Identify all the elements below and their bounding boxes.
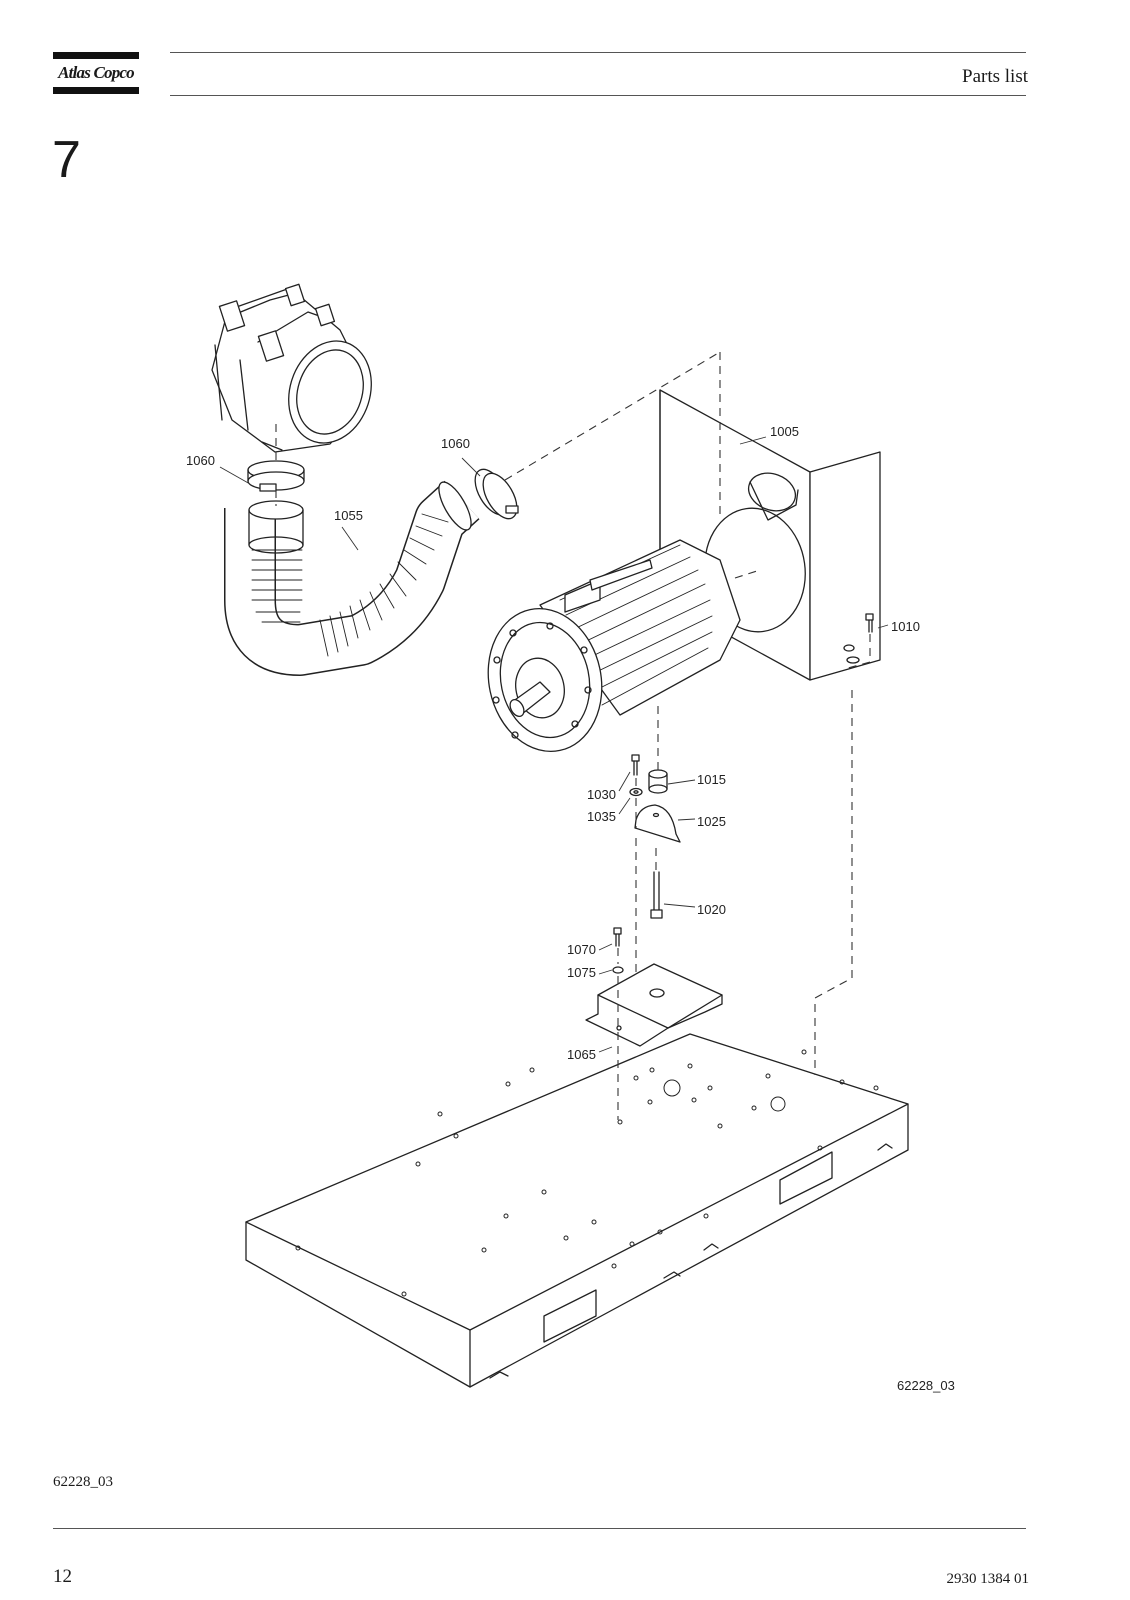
hose-clamp-1060-left [247, 460, 305, 492]
page-number: 12 [53, 1566, 72, 1587]
hose-clamp-1060-right [474, 468, 519, 520]
callout-1035: 1035 [587, 809, 616, 824]
section-title: Parts list [962, 66, 1028, 87]
callout-1020: 1020 [697, 902, 726, 917]
callout-1060-left: 1060 [186, 453, 215, 468]
logo-text: Atlas Copco [58, 63, 135, 82]
drawing-id: 62228_03 [897, 1378, 955, 1393]
logo-bar-bottom [53, 87, 139, 94]
flexible-hose-1055 [224, 480, 480, 676]
atlas-copco-logo: Atlas Copco [53, 52, 139, 94]
header-rule-bottom [170, 95, 1026, 96]
callout-leader-lines [219, 436, 889, 1053]
document-number: 2930 1384 01 [946, 1571, 1030, 1587]
support-bracket-1065 [585, 963, 723, 1047]
callout-1065: 1065 [567, 1047, 596, 1062]
figure-reference: 62228_03 [53, 1474, 113, 1490]
callout-1010: 1010 [891, 619, 920, 634]
callout-1075: 1075 [567, 965, 596, 980]
callout-1070: 1070 [567, 942, 596, 957]
bolt-1070 [613, 927, 622, 947]
bolt-1010 [865, 613, 874, 633]
callout-1015: 1015 [697, 772, 726, 787]
bolt-1030 [631, 754, 640, 776]
base-frame [245, 1033, 909, 1388]
washer-1035 [629, 787, 643, 797]
header-rule-top [170, 52, 1026, 53]
callout-1025: 1025 [697, 814, 726, 829]
rubber-mount-1015 [648, 769, 668, 794]
vibration-damper-1025 [634, 804, 681, 843]
callout-1030: 1030 [587, 787, 616, 802]
air-filter-housing [211, 283, 372, 453]
electric-motor [487, 539, 741, 753]
chapter-number: 7 [52, 131, 81, 189]
callout-1055: 1055 [334, 508, 363, 523]
footer-rule [53, 1528, 1026, 1529]
assembly-dashed-lines [275, 351, 871, 1120]
callout-1060-right: 1060 [441, 436, 470, 451]
logo-bar-top [53, 52, 139, 59]
washer-1075 [612, 966, 624, 974]
callout-1005: 1005 [770, 424, 799, 439]
stud-bolt-1020 [650, 871, 663, 919]
